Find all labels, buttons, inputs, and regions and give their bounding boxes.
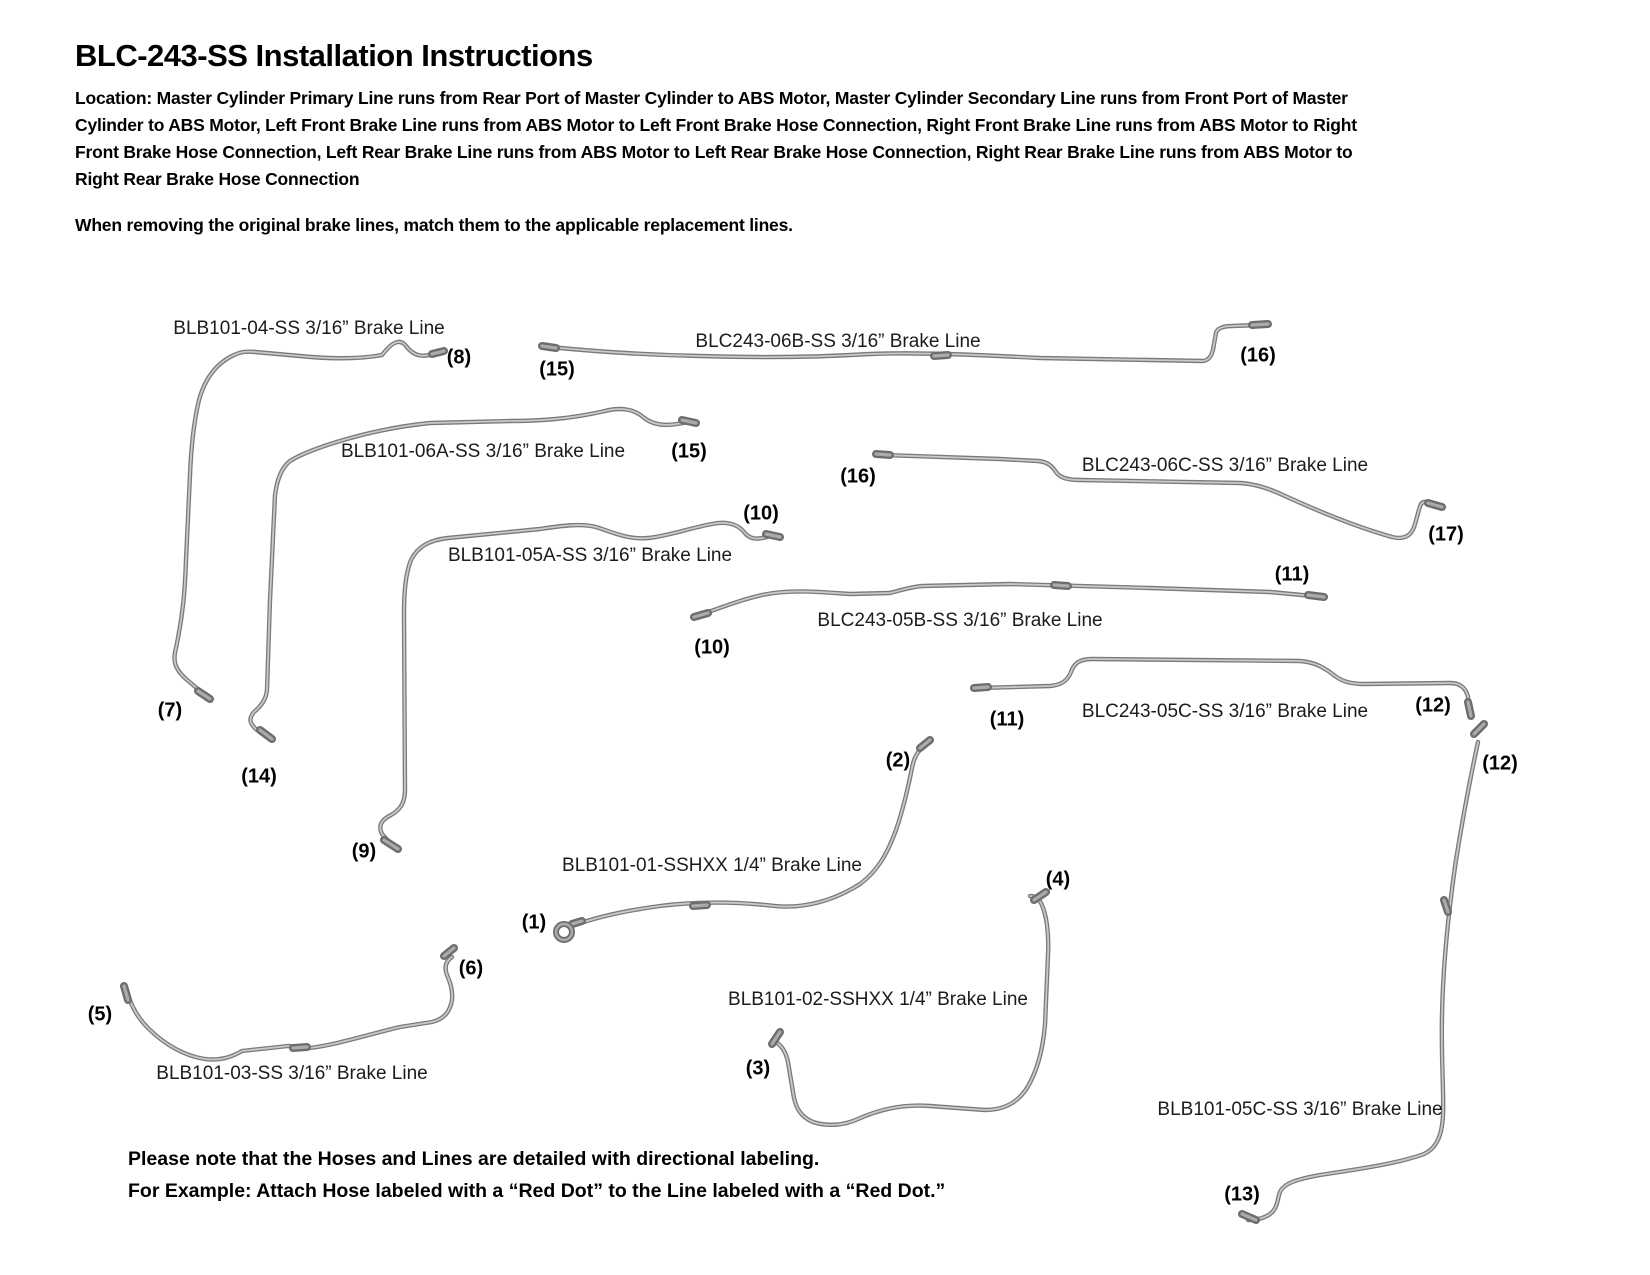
callout-11-a: (11) — [1274, 563, 1310, 586]
footer-note-line-1: Please note that the Hoses and Lines are… — [128, 1148, 820, 1170]
footer-note-line-2: For Example: Attach Hose labeled with a … — [128, 1180, 946, 1202]
callout-2: (2) — [885, 749, 911, 772]
callout-15-b: (15) — [671, 440, 707, 463]
callout-1: (1) — [521, 911, 547, 934]
brake-line-blb101-05c — [1248, 742, 1478, 1220]
brake-line-blb101-04 — [174, 342, 438, 696]
location-paragraph-line-4: Right Rear Brake Hose Connection — [75, 169, 360, 189]
callout-6: (6) — [458, 957, 484, 980]
page-title: BLC-243-SS Installation Instructions — [75, 38, 593, 73]
callout-5: (5) — [87, 1003, 113, 1026]
callout-16-b: (16) — [840, 465, 876, 488]
callout-4: (4) — [1045, 868, 1071, 891]
callout-12-b: (12) — [1482, 752, 1518, 775]
callout-3: (3) — [745, 1057, 771, 1080]
callout-9: (9) — [351, 840, 377, 863]
part-label-blc243-05c: BLC243-05C-SS 3/16” Brake Line — [1081, 701, 1369, 722]
part-label-blb101-01: BLB101-01-SSHXX 1/4” Brake Line — [562, 855, 862, 876]
callout-10-b: (10) — [694, 636, 730, 659]
callout-14: (14) — [241, 765, 277, 788]
part-label-blb101-06a: BLB101-06A-SS 3/16” Brake Line — [340, 441, 626, 462]
part-label-blb101-05a: BLB101-05A-SS 3/16” Brake Line — [447, 545, 733, 566]
part-label-blb101-05c: BLB101-05C-SS 3/16” Brake Line — [1157, 1099, 1443, 1120]
removal-note: When removing the original brake lines, … — [75, 215, 793, 235]
location-paragraph-line-3: Front Brake Hose Connection, Left Rear B… — [75, 142, 1353, 162]
banjo-loop-fitting — [553, 921, 575, 943]
part-label-blc243-05b: BLC243-05B-SS 3/16” Brake Line — [817, 610, 1103, 631]
callout-10-a: (10) — [743, 502, 779, 525]
callout-16-a: (16) — [1240, 344, 1276, 367]
callout-15-a: (15) — [539, 358, 575, 381]
part-label-blb101-02: BLB101-02-SSHXX 1/4” Brake Line — [728, 989, 1028, 1010]
callout-12-a: (12) — [1415, 694, 1451, 717]
brake-line-blb101-03 — [127, 957, 452, 1060]
part-label-blb101-03: BLB101-03-SS 3/16” Brake Line — [156, 1063, 428, 1084]
part-label-blc243-06b: BLC243-06B-SS 3/16” Brake Line — [695, 331, 981, 352]
part-label-blc243-06c: BLC243-06C-SS 3/16” Brake Line — [1081, 455, 1369, 476]
location-paragraph-line-2: Cylinder to ABS Motor, Left Front Brake … — [75, 115, 1357, 135]
location-paragraph-line-1: Location: Master Cylinder Primary Line r… — [75, 88, 1348, 108]
brake-line-blb101-01 — [575, 746, 925, 925]
callout-7: (7) — [157, 699, 183, 722]
callout-13: (13) — [1224, 1183, 1260, 1206]
part-label-blb101-04: BLB101-04-SS 3/16” Brake Line — [173, 318, 445, 339]
callout-17: (17) — [1428, 523, 1464, 546]
brake-line-blb101-05a — [380, 523, 770, 843]
callout-8: (8) — [446, 346, 472, 369]
callout-11-b: (11) — [989, 708, 1025, 731]
